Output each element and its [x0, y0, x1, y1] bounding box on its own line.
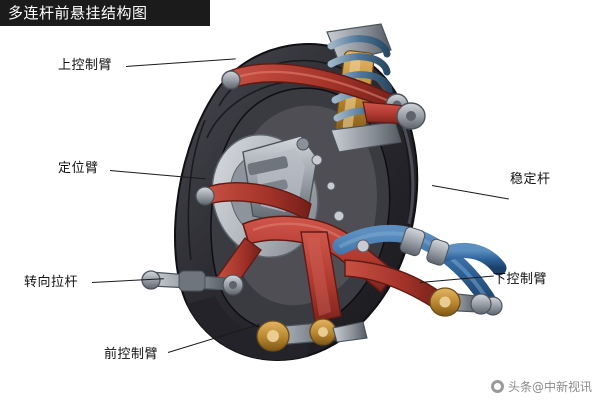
- steering-tie-rod: [141, 270, 244, 296]
- watermark-text: 头条@中新视讯: [507, 380, 592, 394]
- callout-locating-arm: 定位臂: [58, 161, 99, 176]
- callout-steering-tie-rod: 转向拉杆: [24, 275, 79, 290]
- suspension-illustration: [95, 10, 515, 395]
- watermark: 头条@中新视讯: [490, 378, 592, 395]
- lower-control-arm: [344, 259, 492, 317]
- callout-upper-control-arm: 上控制臂: [58, 58, 113, 73]
- fasteners: [311, 154, 370, 253]
- upper-right-link: [362, 101, 426, 130]
- spring-damper-strut: [326, 23, 402, 153]
- callout-front-control-arm: 前控制臂: [104, 347, 159, 362]
- front-control-arm: [256, 318, 368, 352]
- callout-stabilizer-bar: 稳定杆: [510, 172, 551, 187]
- callout-lower-control-arm: 下控制臂: [493, 272, 548, 287]
- title-bar: 多连杆前悬挂结构图: [0, 0, 210, 26]
- page-title: 多连杆前悬挂结构图: [8, 4, 148, 22]
- watermark-logo-icon: [490, 380, 504, 393]
